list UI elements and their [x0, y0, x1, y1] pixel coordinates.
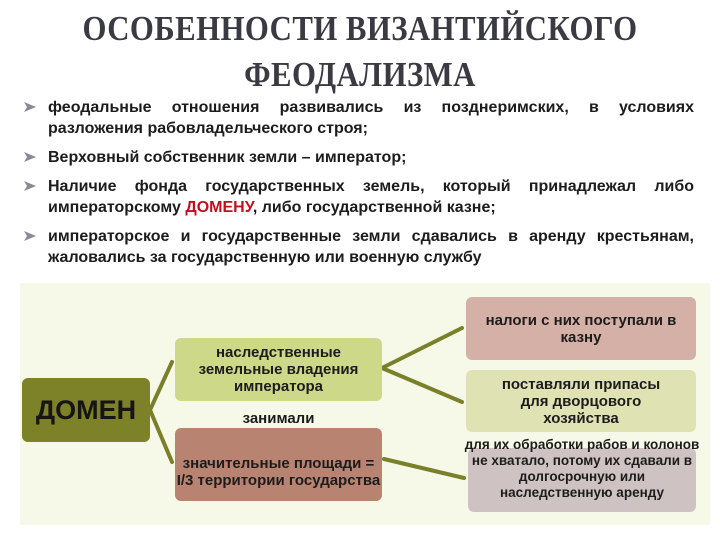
bullet-text: , либо государственной казне; — [252, 199, 496, 216]
arrowhead-bullet-icon — [24, 231, 36, 241]
branch-node-label: наследственные земельные владения импера… — [198, 344, 359, 395]
arrowhead-bullet-icon — [24, 102, 36, 112]
title-line-1: ОСОБЕННОСТИ ВИЗАНТИЙСКОГО — [82, 9, 638, 48]
leaf-node-taxes: налоги с них поступали в казну — [466, 297, 696, 360]
bullet-list: феодальные отношения развивались из позд… — [22, 97, 694, 276]
leaf-node-label: налоги с них поступали в казну — [485, 311, 677, 346]
bullet-text: феодальные отношения развивались из позд… — [48, 99, 694, 137]
connector-nasl-to-nalog — [380, 326, 464, 370]
branch-node-hereditary-lands: наследственные земельные владения импера… — [175, 338, 382, 401]
branch-node-large-areas: значительные площади = I/3 территории го… — [175, 428, 382, 501]
domen-highlight: ДОМЕНУ — [185, 199, 253, 216]
bullet-text: императорское и государственные земли сд… — [48, 228, 694, 266]
leaf-node-lease-label: для их обработки рабов и колонов не хват… — [464, 437, 700, 500]
connector-nasl-to-prip — [380, 366, 464, 404]
leaf-node-supplies: поставляли припасы для дворцового хозяйс… — [466, 370, 696, 432]
bullet-text: Наличие фонда государственных земель, ко… — [48, 178, 694, 216]
bullet-item: Наличие фонда государственных земель, ко… — [22, 176, 694, 218]
bullet-item: Верховный собственник земли – император; — [22, 147, 694, 168]
arrowhead-bullet-icon — [24, 181, 36, 191]
root-node-label: ДОМЕН — [35, 395, 137, 425]
connector-root-to-nasl — [148, 360, 174, 412]
leaf-node-label: поставляли припасы для дворцового хозяйс… — [501, 375, 661, 427]
bullet-item: императорское и государственные земли сд… — [22, 226, 694, 268]
slide-title: ОСОБЕННОСТИ ВИЗАНТИЙСКОГО ФЕОДАЛИЗМА — [43, 6, 677, 98]
leaf-node-lease-box — [468, 448, 696, 512]
root-node-domen: ДОМЕН — [22, 378, 150, 442]
bullet-text: Верховный собственник земли – император; — [48, 149, 407, 166]
title-line-2: ФЕОДАЛИЗМА — [244, 55, 476, 94]
arrowhead-bullet-icon — [24, 152, 36, 162]
branch-node-label: значительные площади = I/3 территории го… — [176, 454, 381, 489]
connector-zan-to-arenda — [382, 457, 466, 480]
bullet-item: феодальные отношения развивались из позд… — [22, 97, 694, 139]
branch-node-top-label: занимали — [242, 410, 315, 427]
connector-root-to-zan — [148, 408, 174, 464]
